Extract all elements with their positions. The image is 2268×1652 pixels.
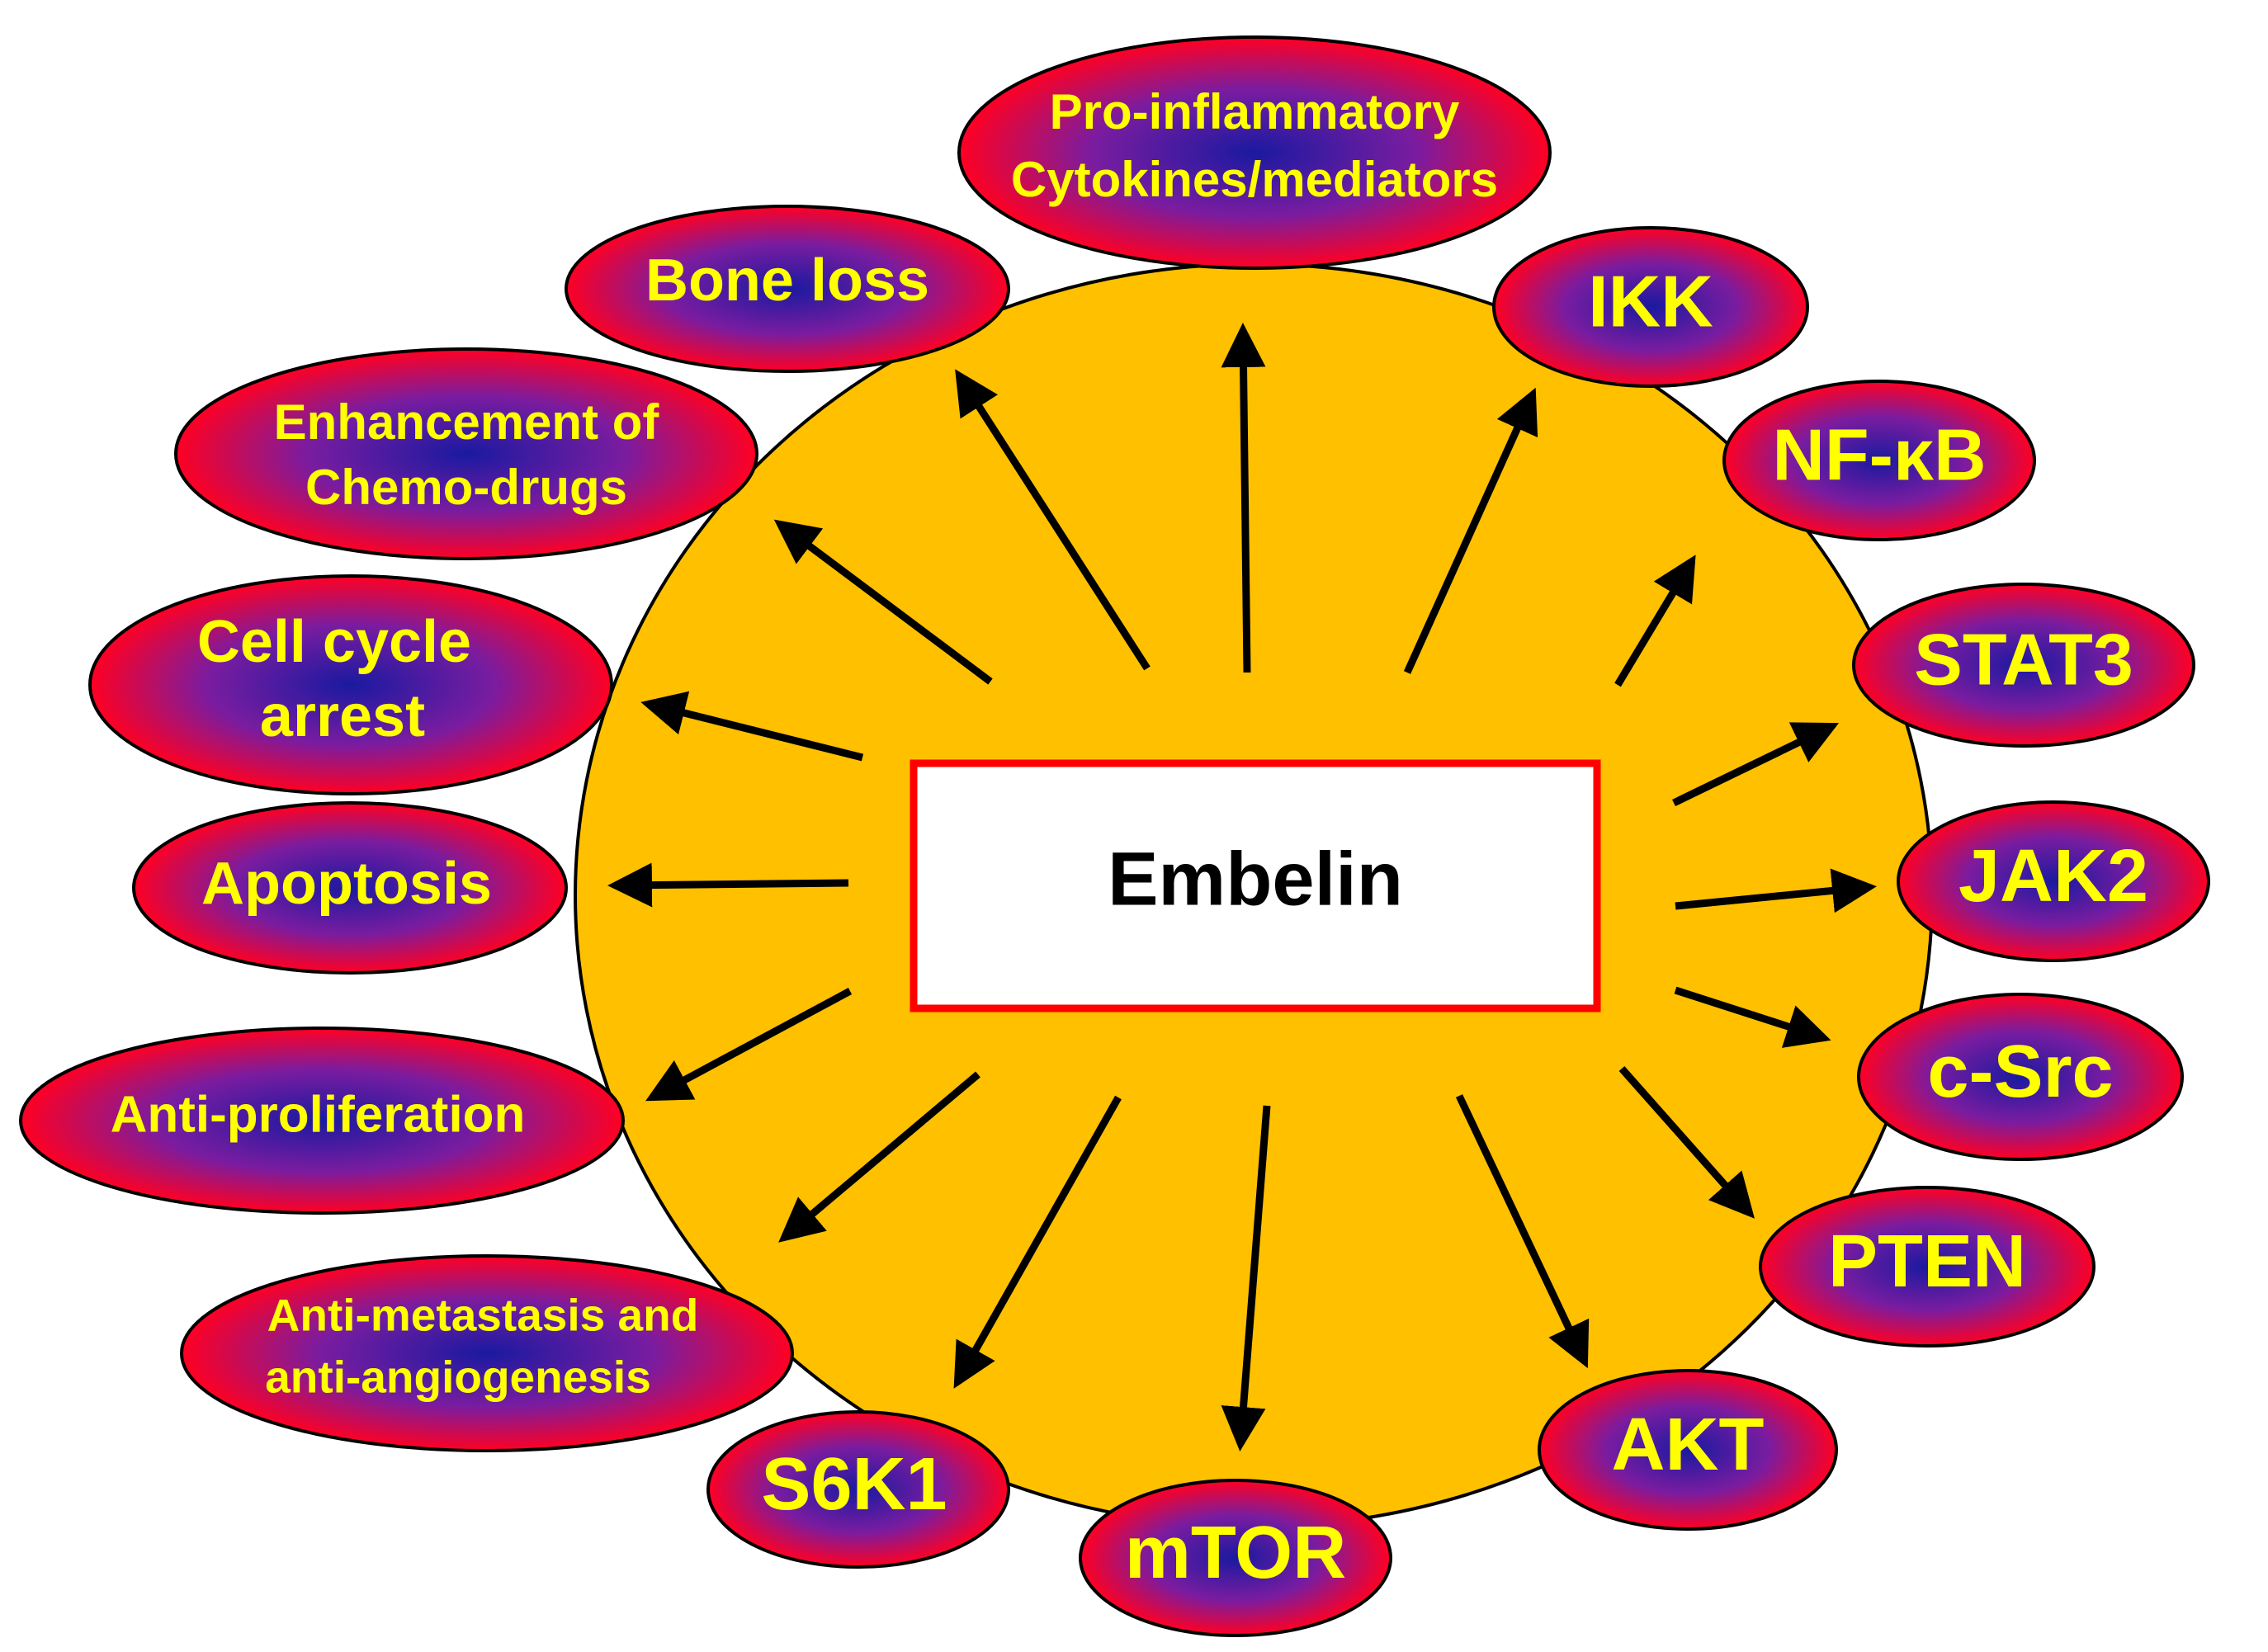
node-cell-cycle: Cell cycle arrest [88,574,613,795]
arrow-to-apoptosis [607,862,849,908]
node-akt: AKT [1538,1369,1838,1531]
arrow-to-ikk [1403,387,1538,674]
node-pro-inflammatory: Pro-inflammatory Cytokines/mediators [957,35,1552,270]
node-label: Bone loss [645,248,929,314]
arrow-to-s6k1 [953,1095,1122,1389]
arrows [607,323,1877,1451]
arrow-to-akt [1455,1094,1590,1369]
node-label: JAK2 [1959,835,2148,918]
arrow-to-pro-inflammatory [1221,323,1266,673]
node-enhancement: Enhancement of Chemo-drugs [174,347,758,560]
node-label: Cytokines/mediators [1011,152,1498,207]
node-label: STAT3 [1914,618,2133,700]
node-label: arrest [260,683,425,749]
arrow-to-c-src [1674,986,1831,1048]
node-mtor: mTOR [1079,1479,1392,1637]
node-label: NF-κB [1772,413,1986,495]
node-label: AKT [1612,1404,1765,1486]
node-c-src: c-Src [1857,993,2184,1161]
node-ikk: IKK [1492,226,1809,388]
center-box: Embelin [910,759,1601,1012]
node-apoptosis: Apoptosis [132,801,568,975]
node-label: Chemo-drugs [305,460,627,515]
node-s6k1: S6K1 [706,1410,1010,1569]
arrow-to-mtor [1221,1105,1271,1451]
node-bone-loss: Bone loss [565,205,1010,373]
arrow-to-enhancement [773,519,993,685]
arrow-to-nf-kb [1614,555,1696,687]
arrow-to-pten [1618,1066,1755,1219]
node-label: Enhancement of [274,394,660,450]
node-anti-proliferation: Anti-proliferation [19,1027,625,1215]
arrow-to-cell-cycle [640,691,864,762]
node-label: c-Src [1927,1031,2113,1113]
node-label: Anti-metastasis and [267,1290,699,1341]
node-label: Apoptosis [201,851,492,917]
node-label: S6K1 [761,1443,947,1526]
arrow-to-stat3 [1672,722,1840,807]
node-label: Anti-proliferation [111,1086,526,1143]
arrow-to-bone-loss [955,369,1151,671]
node-nf-kb: NF-κB [1722,380,2036,541]
arrow-to-anti-proliferation [645,988,853,1102]
node-jak2: JAK2 [1897,800,2210,962]
node-label: IKK [1588,260,1713,342]
node-label: PTEN [1828,1220,2026,1303]
node-label: Cell cycle [197,609,471,675]
node-label: anti-angiogenesis [265,1352,651,1403]
node-anti-metastasis: Anti-metastasis and anti-angiogenesis [180,1254,794,1452]
node-stat3: STAT3 [1852,583,2195,748]
center-label: Embelin [1108,837,1403,921]
arrow-to-jak2 [1675,868,1877,913]
node-label: mTOR [1125,1512,1346,1594]
node-pten: PTEN [1759,1186,2096,1348]
node-label: Pro-inflammatory [1050,84,1460,139]
arrow-to-anti-metastasis [778,1071,980,1243]
